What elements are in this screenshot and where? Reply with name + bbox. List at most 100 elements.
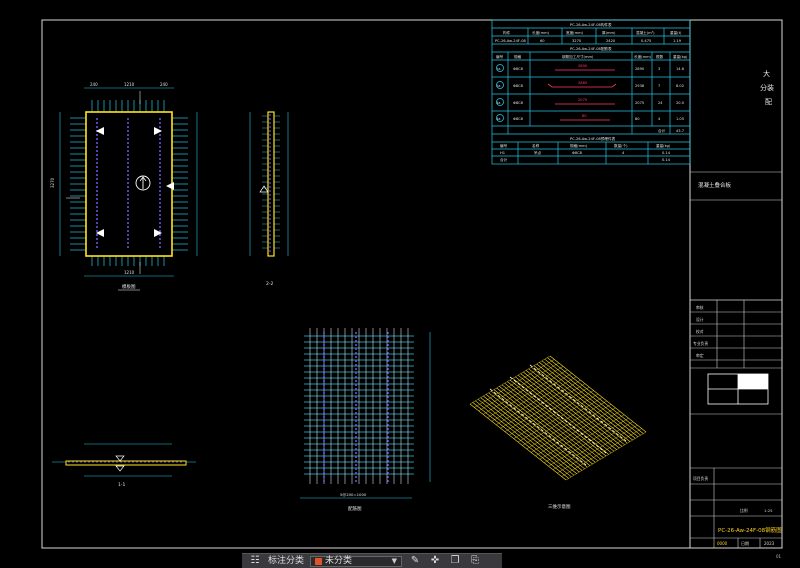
svg-text:钢筋加工尺寸(mm): 钢筋加工尺寸(mm): [562, 54, 594, 59]
plan-view-title: 模板图: [122, 283, 136, 290]
section-1-1-title: 1-1: [118, 482, 125, 488]
annotation-toolbar: ☷ 标注分类 未分类 ▼ ✎ ✜ ❐ ⎘: [242, 553, 502, 568]
drawing-frame: [41, 19, 783, 549]
svg-text:20.0: 20.0: [676, 101, 685, 105]
svg-text:PC-26-Aw-24F-08: PC-26-Aw-24F-08: [495, 39, 527, 43]
svg-text:PC-26-Aw-24F-08构件表: PC-26-Aw-24F-08构件表: [570, 22, 612, 27]
svg-text:校对: 校对: [696, 329, 704, 334]
svg-text:规格(mm): 规格(mm): [570, 143, 588, 148]
table3: PC-26-Aw-24F-08预埋件表 编号 名称 规格(mm) 数量(个) 重…: [500, 136, 671, 162]
section-2-2: 2-2: [249, 111, 289, 287]
svg-text:Φ8C8: Φ8C8: [513, 84, 524, 88]
edit-icon[interactable]: ✎: [410, 555, 420, 566]
category-color-swatch: [315, 557, 323, 565]
svg-text:24: 24: [658, 101, 663, 105]
company-logo: [707, 373, 769, 405]
svg-text:专业负责: 专业负责: [693, 341, 708, 346]
svg-text:2936: 2936: [635, 84, 645, 88]
svg-text:3a: 3a: [496, 101, 501, 105]
copy-icon[interactable]: ❐: [450, 555, 460, 566]
svg-text:H1: H1: [500, 151, 505, 155]
svg-text:60: 60: [540, 39, 545, 43]
rebar-plan: 5@200=1000 配筋图: [300, 328, 431, 512]
svg-text:0.475: 0.475: [641, 39, 651, 43]
svg-text:配: 配: [765, 98, 772, 106]
title-caption: 大 分装 配: [760, 69, 774, 106]
svg-text:厚(mm): 厚(mm): [602, 30, 616, 35]
svg-text:2075: 2075: [635, 101, 644, 105]
svg-text:分装: 分装: [760, 83, 774, 92]
sheet-label: 混凝土叠合板: [698, 181, 732, 189]
category-dropdown[interactable]: 未分类 ▼: [310, 555, 403, 567]
table2: PC-26-Aw-24F-08配筋表 编号 规格 钢筋加工尺寸(mm) 长度(m…: [496, 46, 688, 133]
svg-text:1210: 1210: [124, 270, 135, 275]
svg-text:14.6: 14.6: [676, 67, 685, 71]
svg-text:240: 240: [160, 82, 168, 87]
svg-text:大: 大: [763, 69, 770, 78]
plan-view: 240 1210 240 1210 3270 模板图: [50, 82, 198, 291]
corner-mark: 01: [776, 554, 782, 559]
svg-text:3270: 3270: [50, 177, 55, 188]
svg-text:2885: 2885: [578, 81, 587, 85]
svg-text:4: 4: [658, 117, 661, 121]
svg-text:PC-26-Aw-24F-08配筋表: PC-26-Aw-24F-08配筋表: [570, 46, 612, 51]
svg-text:2420: 2420: [606, 39, 616, 43]
iso-view-title: 三维示意图: [548, 503, 571, 510]
title-block-row-labels: 审核 设计 校对 专业负责 审定 项目负责: [693, 305, 708, 481]
footer-scale: 1:25: [764, 508, 773, 513]
svg-text:80: 80: [582, 114, 587, 118]
svg-text:4: 4: [622, 151, 625, 155]
title-block-grid: [690, 300, 782, 548]
svg-text:审定: 审定: [696, 353, 704, 358]
svg-text:43.7: 43.7: [676, 129, 684, 133]
svg-text:3270: 3270: [572, 39, 582, 43]
svg-text:编号: 编号: [496, 54, 504, 59]
svg-text:项目负责: 项目负责: [693, 476, 708, 481]
chevron-down-icon: ▼: [391, 557, 398, 565]
move-icon[interactable]: ✜: [430, 555, 440, 566]
rebar-plan-title: 配筋图: [348, 505, 362, 512]
svg-text:混凝土(m³): 混凝土(m³): [636, 30, 655, 35]
svg-text:编号: 编号: [500, 143, 508, 148]
svg-text:重量(t): 重量(t): [670, 30, 682, 35]
svg-text:0.14: 0.14: [662, 151, 671, 155]
svg-text:7: 7: [658, 84, 660, 88]
table1: PC-26-Aw-24F-08构件表 构件 长度(mm) 宽度(mm) 厚(mm…: [495, 22, 682, 43]
svg-text:Φ8C8: Φ8C8: [513, 67, 524, 71]
svg-text:2a: 2a: [496, 84, 501, 88]
svg-text:4a: 4a: [496, 117, 501, 121]
svg-text:2075: 2075: [578, 98, 587, 102]
svg-text:构件: 构件: [503, 30, 511, 35]
svg-text:合计: 合计: [658, 128, 666, 133]
svg-text:1a: 1a: [496, 67, 501, 71]
svg-text:1.19: 1.19: [673, 39, 682, 43]
rebar-shape-sketches: [496, 64, 617, 122]
svg-text:1210: 1210: [124, 82, 135, 87]
toolbar-label-category: 标注分类: [268, 556, 305, 566]
svg-text:1.05: 1.05: [676, 117, 684, 121]
iso-view: 三维示意图: [469, 355, 647, 510]
svg-text:数量(个): 数量(个): [614, 143, 628, 148]
drawing-number: PC-26-Aw-24F-08钢筋图: [718, 526, 782, 534]
svg-text:审核: 审核: [696, 305, 704, 310]
section-2-2-title: 2-2: [266, 281, 273, 287]
svg-text:重量(kg): 重量(kg): [656, 143, 671, 148]
footer-date-label: 日期: [741, 540, 749, 546]
footer-year: 2023: [764, 541, 775, 546]
title-block-frame: [689, 19, 783, 549]
svg-text:5@200=1000: 5@200=1000: [340, 492, 367, 497]
paste-icon[interactable]: ⎘: [471, 555, 480, 566]
schedule-tables: [491, 19, 691, 165]
svg-text:重量(kg): 重量(kg): [673, 54, 688, 59]
svg-text:长度(mm): 长度(mm): [634, 54, 652, 59]
svg-text:名称: 名称: [532, 143, 540, 148]
section-1-1: 1-1: [52, 443, 196, 488]
svg-text:长度(mm): 长度(mm): [532, 30, 550, 35]
svg-text:规格: 规格: [514, 54, 522, 59]
svg-text:3: 3: [658, 67, 660, 71]
svg-text:宽度(mm): 宽度(mm): [566, 30, 584, 35]
grid-icon[interactable]: ☷: [250, 555, 260, 566]
svg-text:根数: 根数: [656, 54, 664, 59]
svg-text:设计: 设计: [696, 317, 704, 322]
